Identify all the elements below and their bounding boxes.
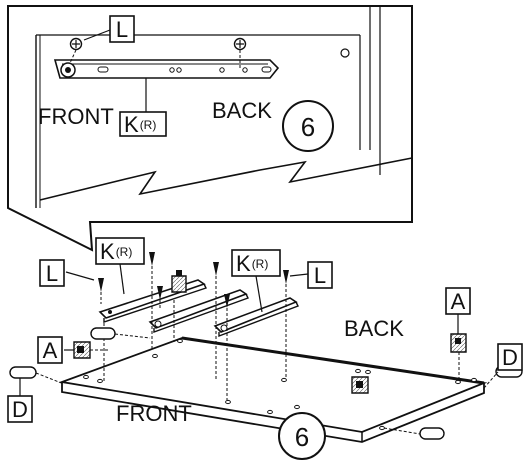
hole-marker <box>340 48 350 58</box>
cam-lock-icon <box>171 270 187 293</box>
label-d-left: D <box>12 397 28 422</box>
screw-icon <box>283 270 289 378</box>
dowel-icon <box>9 366 65 385</box>
label-d-right: D <box>502 345 518 370</box>
cam-lock-icon <box>351 376 369 394</box>
screw-icon <box>157 286 163 310</box>
main-assembly: L K(R) K(R) L A A D D BACK FRONT <box>7 237 523 460</box>
runner-right <box>213 297 299 338</box>
label-l-right-box <box>307 261 333 289</box>
inset-label-k: K(R) <box>124 112 156 137</box>
main-step-badge <box>278 412 326 460</box>
inset-label-k-box <box>119 111 167 137</box>
inset-panel: L K(R) FRONT BACK 6 <box>7 5 413 252</box>
label-a-right: A <box>451 289 466 314</box>
label-d-right-box <box>497 343 523 371</box>
inset-screw-icon <box>69 37 83 51</box>
main-step-number: 6 <box>295 422 309 452</box>
label-l-right: L <box>314 263 326 288</box>
inset-front-label: FRONT <box>38 104 114 129</box>
dowel-icon <box>90 327 151 340</box>
cam-lock-icon <box>73 341 91 359</box>
main-front-label: FRONT <box>116 401 192 426</box>
board-holes <box>83 338 477 431</box>
break-line <box>39 157 413 201</box>
main-back-label: BACK <box>344 316 404 341</box>
label-k-right-box <box>231 249 281 277</box>
screw-icon <box>98 278 104 304</box>
inset-runner <box>53 59 280 79</box>
inset-back-label: BACK <box>212 98 272 123</box>
label-a-left: A <box>43 338 58 363</box>
inset-label-l-box <box>109 15 135 43</box>
inset-label-l: L <box>116 17 128 42</box>
screw-icon <box>149 252 155 350</box>
label-k-left: K(R) <box>100 239 132 264</box>
label-k-right: K(R) <box>236 251 268 276</box>
label-k-left-box <box>95 237 145 265</box>
label-l-left-box <box>39 259 65 287</box>
dowel-icon <box>383 427 445 440</box>
screw-icon <box>213 262 219 380</box>
inset-step-number: 6 <box>301 112 315 142</box>
label-d-left-box <box>7 395 33 423</box>
screw-icon <box>224 294 230 400</box>
inset-screw-icon <box>233 37 247 51</box>
label-a-right-box <box>445 287 471 315</box>
label-l-left: L <box>46 261 58 286</box>
label-a-left-box <box>37 336 63 364</box>
runner-middle <box>148 289 249 333</box>
inset-step-badge <box>282 100 334 152</box>
cam-lock-icon <box>450 333 467 353</box>
